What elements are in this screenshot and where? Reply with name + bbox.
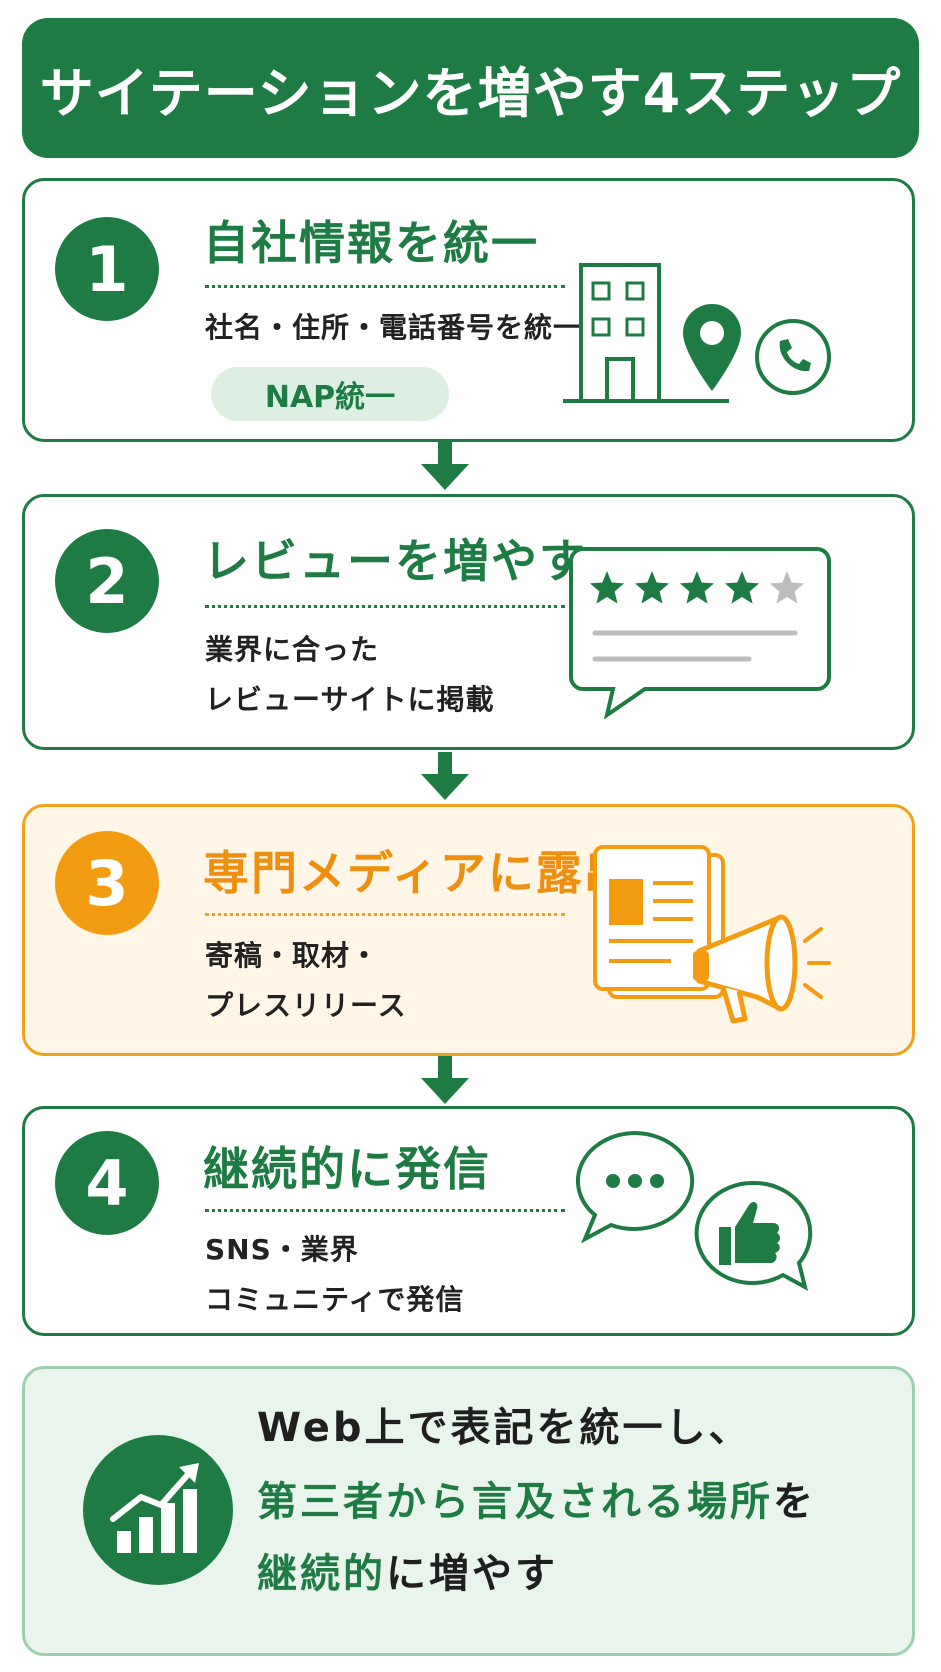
star-icon	[769, 571, 805, 604]
title-banner: サイテーションを増やす4ステップ	[22, 18, 919, 158]
growth-chart-icon	[83, 1435, 233, 1585]
thumbs-up-icon	[694, 1180, 813, 1291]
megaphone-icon	[693, 914, 831, 1024]
arrow-down-icon	[421, 752, 469, 800]
map-pin-icon	[683, 304, 741, 391]
description-line: SNS・業界	[205, 1233, 359, 1266]
star-icon	[589, 571, 625, 604]
step-title: 専門メディアに露出	[203, 846, 632, 900]
description-line: レビューサイトに掲載	[205, 683, 495, 716]
page-title: サイテーションを増やす4ステップ	[39, 61, 902, 125]
summary-line-3: 継続的に増やす	[257, 1541, 558, 1599]
step-number: 1	[55, 217, 159, 321]
step-number: 4	[55, 1131, 159, 1235]
chat-bubble-icon	[575, 1130, 695, 1244]
star-icon	[634, 571, 670, 604]
building-icon	[563, 263, 729, 403]
step-title: 継続的に発信	[203, 1142, 491, 1196]
step-title: レビューを増やす	[203, 534, 587, 588]
step-card-4: 4 継続的に発信 SNS・業界 コミュニティで発信	[22, 1106, 915, 1336]
star-icon	[724, 571, 760, 604]
description-line: 社名・住所・電話番号を統一	[205, 311, 583, 344]
description-line: 寄稿・取材・	[205, 939, 380, 972]
step-description: SNS・業界 コミュニティで発信	[205, 1225, 464, 1325]
nap-badge: NAP統一	[211, 367, 449, 421]
summary-highlight: 継続的	[257, 1551, 386, 1597]
summary-line-1: Web上で表記を統一し、	[257, 1405, 752, 1451]
arrow-down-icon	[421, 442, 469, 490]
step-card-3: 3 専門メディアに露出 寄稿・取材・ プレスリリース	[22, 804, 915, 1056]
step-card-2: 2 レビューを増やす 業界に合った レビューサイトに掲載	[22, 494, 915, 750]
step-title: 自社情報を統一	[203, 216, 539, 270]
step-number: 2	[55, 529, 159, 633]
review-bubble-icon	[569, 547, 831, 719]
step-card-1: 1 自社情報を統一 社名・住所・電話番号を統一 NAP統一	[22, 178, 915, 442]
dotted-divider	[205, 1209, 565, 1212]
description-line: コミュニティで発信	[205, 1283, 465, 1316]
dotted-divider	[205, 285, 565, 288]
step-number: 3	[55, 831, 159, 935]
summary-text: を	[773, 1479, 816, 1525]
phone-icon	[755, 319, 831, 395]
star-icon	[679, 571, 715, 604]
summary-line-2: 第三者から言及される場所を	[257, 1469, 816, 1527]
dotted-divider	[205, 605, 565, 608]
step-description: 社名・住所・電話番号を統一	[205, 303, 582, 353]
summary-box: Web上で表記を統一し、 第三者から言及される場所を 継続的に増やす	[22, 1366, 915, 1656]
step-description: 寄稿・取材・ プレスリリース	[205, 931, 407, 1031]
description-line: プレスリリース	[205, 989, 407, 1022]
summary-text: に増やす	[386, 1551, 558, 1597]
step-description: 業界に合った レビューサイトに掲載	[205, 625, 494, 725]
arrow-down-icon	[421, 1056, 469, 1104]
summary-highlight: 第三者から言及される場所	[257, 1479, 773, 1525]
description-line: 業界に合った	[205, 633, 380, 666]
dotted-divider	[205, 913, 565, 916]
